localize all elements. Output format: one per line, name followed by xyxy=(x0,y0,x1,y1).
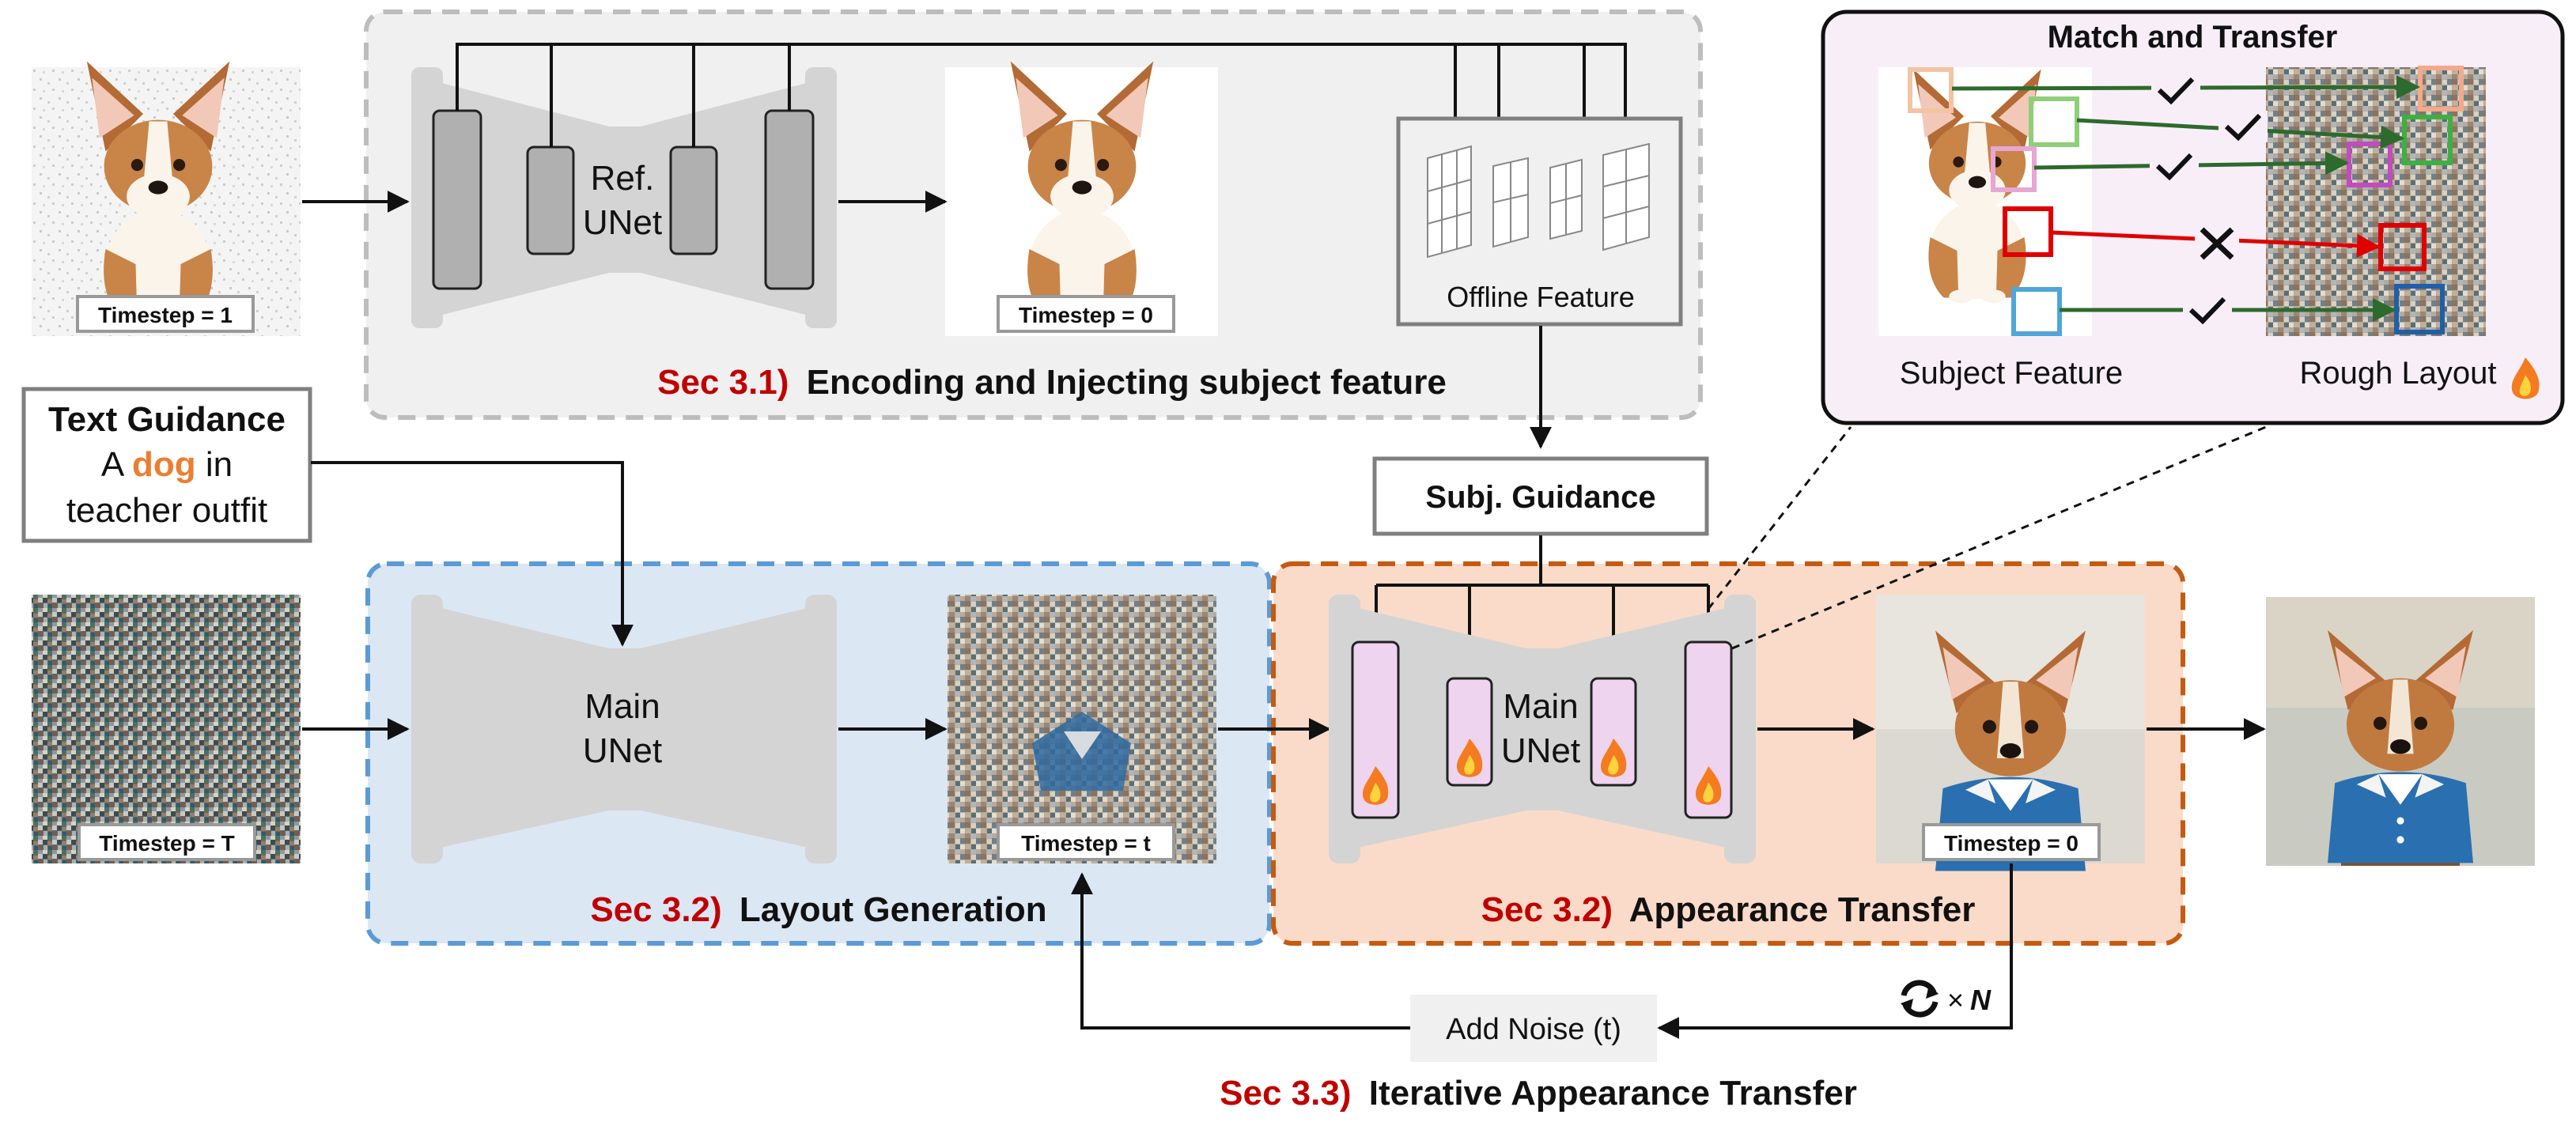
prompt-subject-word: dog xyxy=(132,445,196,484)
iterative-loop: Add Noise (t) ×N xyxy=(1071,863,2013,1062)
zoom-connector xyxy=(1707,426,1852,610)
prompt-post: in xyxy=(196,445,233,484)
offline-feature-box: Offline Feature xyxy=(1396,116,1683,327)
encoding-section-text: Encoding and Injecting subject feature xyxy=(807,363,1447,402)
mismatch-cross-icon xyxy=(2195,223,2239,263)
timestep-t-label: Timestep = t xyxy=(1021,831,1151,856)
iterative-section-text: Iterative Appearance Transfer xyxy=(1369,1074,1857,1113)
ref-unet: Ref. UNet xyxy=(411,67,837,328)
iterative-section-num: Sec 3.3) xyxy=(1220,1074,1351,1113)
subj-guidance-label: Subj. Guidance xyxy=(1425,480,1655,515)
subj-guidance-box: Subj. Guidance xyxy=(1372,456,1709,536)
appearance-section-text: Appearance Transfer xyxy=(1629,890,1976,929)
ref-unet-label-1: Ref. xyxy=(591,159,655,198)
loop-cycle-icon xyxy=(1901,980,1939,1018)
loop-n: N xyxy=(1970,984,1992,1016)
main-unet-appearance-label-1: Main xyxy=(1503,687,1578,726)
add-noise-label: Add Noise (t) xyxy=(1446,1013,1621,1046)
layout-section-text: Layout Generation xyxy=(740,890,1047,929)
match-check-icon xyxy=(2183,294,2232,326)
rough-layout-image: Timestep = t xyxy=(948,595,1216,863)
ref-output-image: Timestep = 0 xyxy=(945,61,1218,336)
layout-section-num: Sec 3.2) xyxy=(590,890,721,929)
text-guidance-box: Text Guidance A dog in teacher outfit xyxy=(21,387,312,543)
noise-input-image: Timestep = T xyxy=(32,595,301,863)
match-check-icon xyxy=(2150,150,2199,182)
layout-section-title: Sec 3.2) Layout Generation xyxy=(590,890,1046,929)
appearance-section-title: Sec 3.2) Appearance Transfer xyxy=(1481,890,1976,929)
main-unet-layout-label-1: Main xyxy=(584,687,660,726)
timestep-1-label: Timestep = 1 xyxy=(98,303,233,327)
loop-count: ×N xyxy=(1947,984,1992,1016)
encoding-section-num: Sec 3.1) xyxy=(657,363,789,402)
timestep-T-label: Timestep = T xyxy=(99,831,234,856)
subject-feature-label: Subject Feature xyxy=(1900,356,2123,391)
offline-feature-label: Offline Feature xyxy=(1447,281,1634,313)
main-unet-appearance-label-2: UNet xyxy=(1501,731,1580,770)
text-guidance-prompt-line1: A dog in xyxy=(101,445,233,484)
ref-unet-label-2: UNet xyxy=(583,203,662,242)
appearance-output-image: Timestep = 0 xyxy=(1876,595,2145,871)
appearance-section-num: Sec 3.2) xyxy=(1481,890,1613,929)
final-output-image xyxy=(2266,597,2535,866)
match-check-icon xyxy=(2151,75,2200,107)
match-transfer-panel: Match and Transfer xyxy=(1821,9,2565,425)
ref-input-image: Timestep = 1 xyxy=(32,61,301,336)
zoom-connector xyxy=(1731,425,2267,650)
loop-times: × xyxy=(1947,984,1964,1016)
match-transfer-title: Match and Transfer xyxy=(2048,20,2338,55)
match-check-icon xyxy=(2219,111,2268,142)
timestep-0-out-label: Timestep = 0 xyxy=(1944,831,2079,856)
main-unet-appearance: Main UNet xyxy=(1329,595,1756,863)
prompt-pre: A xyxy=(101,445,132,484)
text-guidance-title: Text Guidance xyxy=(48,400,286,439)
iterative-section-title: Sec 3.3) Iterative Appearance Transfer xyxy=(1220,1074,1857,1113)
timestep-0-ref-label: Timestep = 0 xyxy=(1019,303,1153,327)
main-unet-layout-label-2: UNet xyxy=(583,731,662,770)
text-guidance-prompt-line2: teacher outfit xyxy=(66,491,267,530)
main-unet-layout: Main UNet xyxy=(411,595,837,863)
rough-layout-label: Rough Layout xyxy=(2299,356,2496,391)
encoding-section-title: Sec 3.1) Encoding and Injecting subject … xyxy=(657,363,1447,402)
